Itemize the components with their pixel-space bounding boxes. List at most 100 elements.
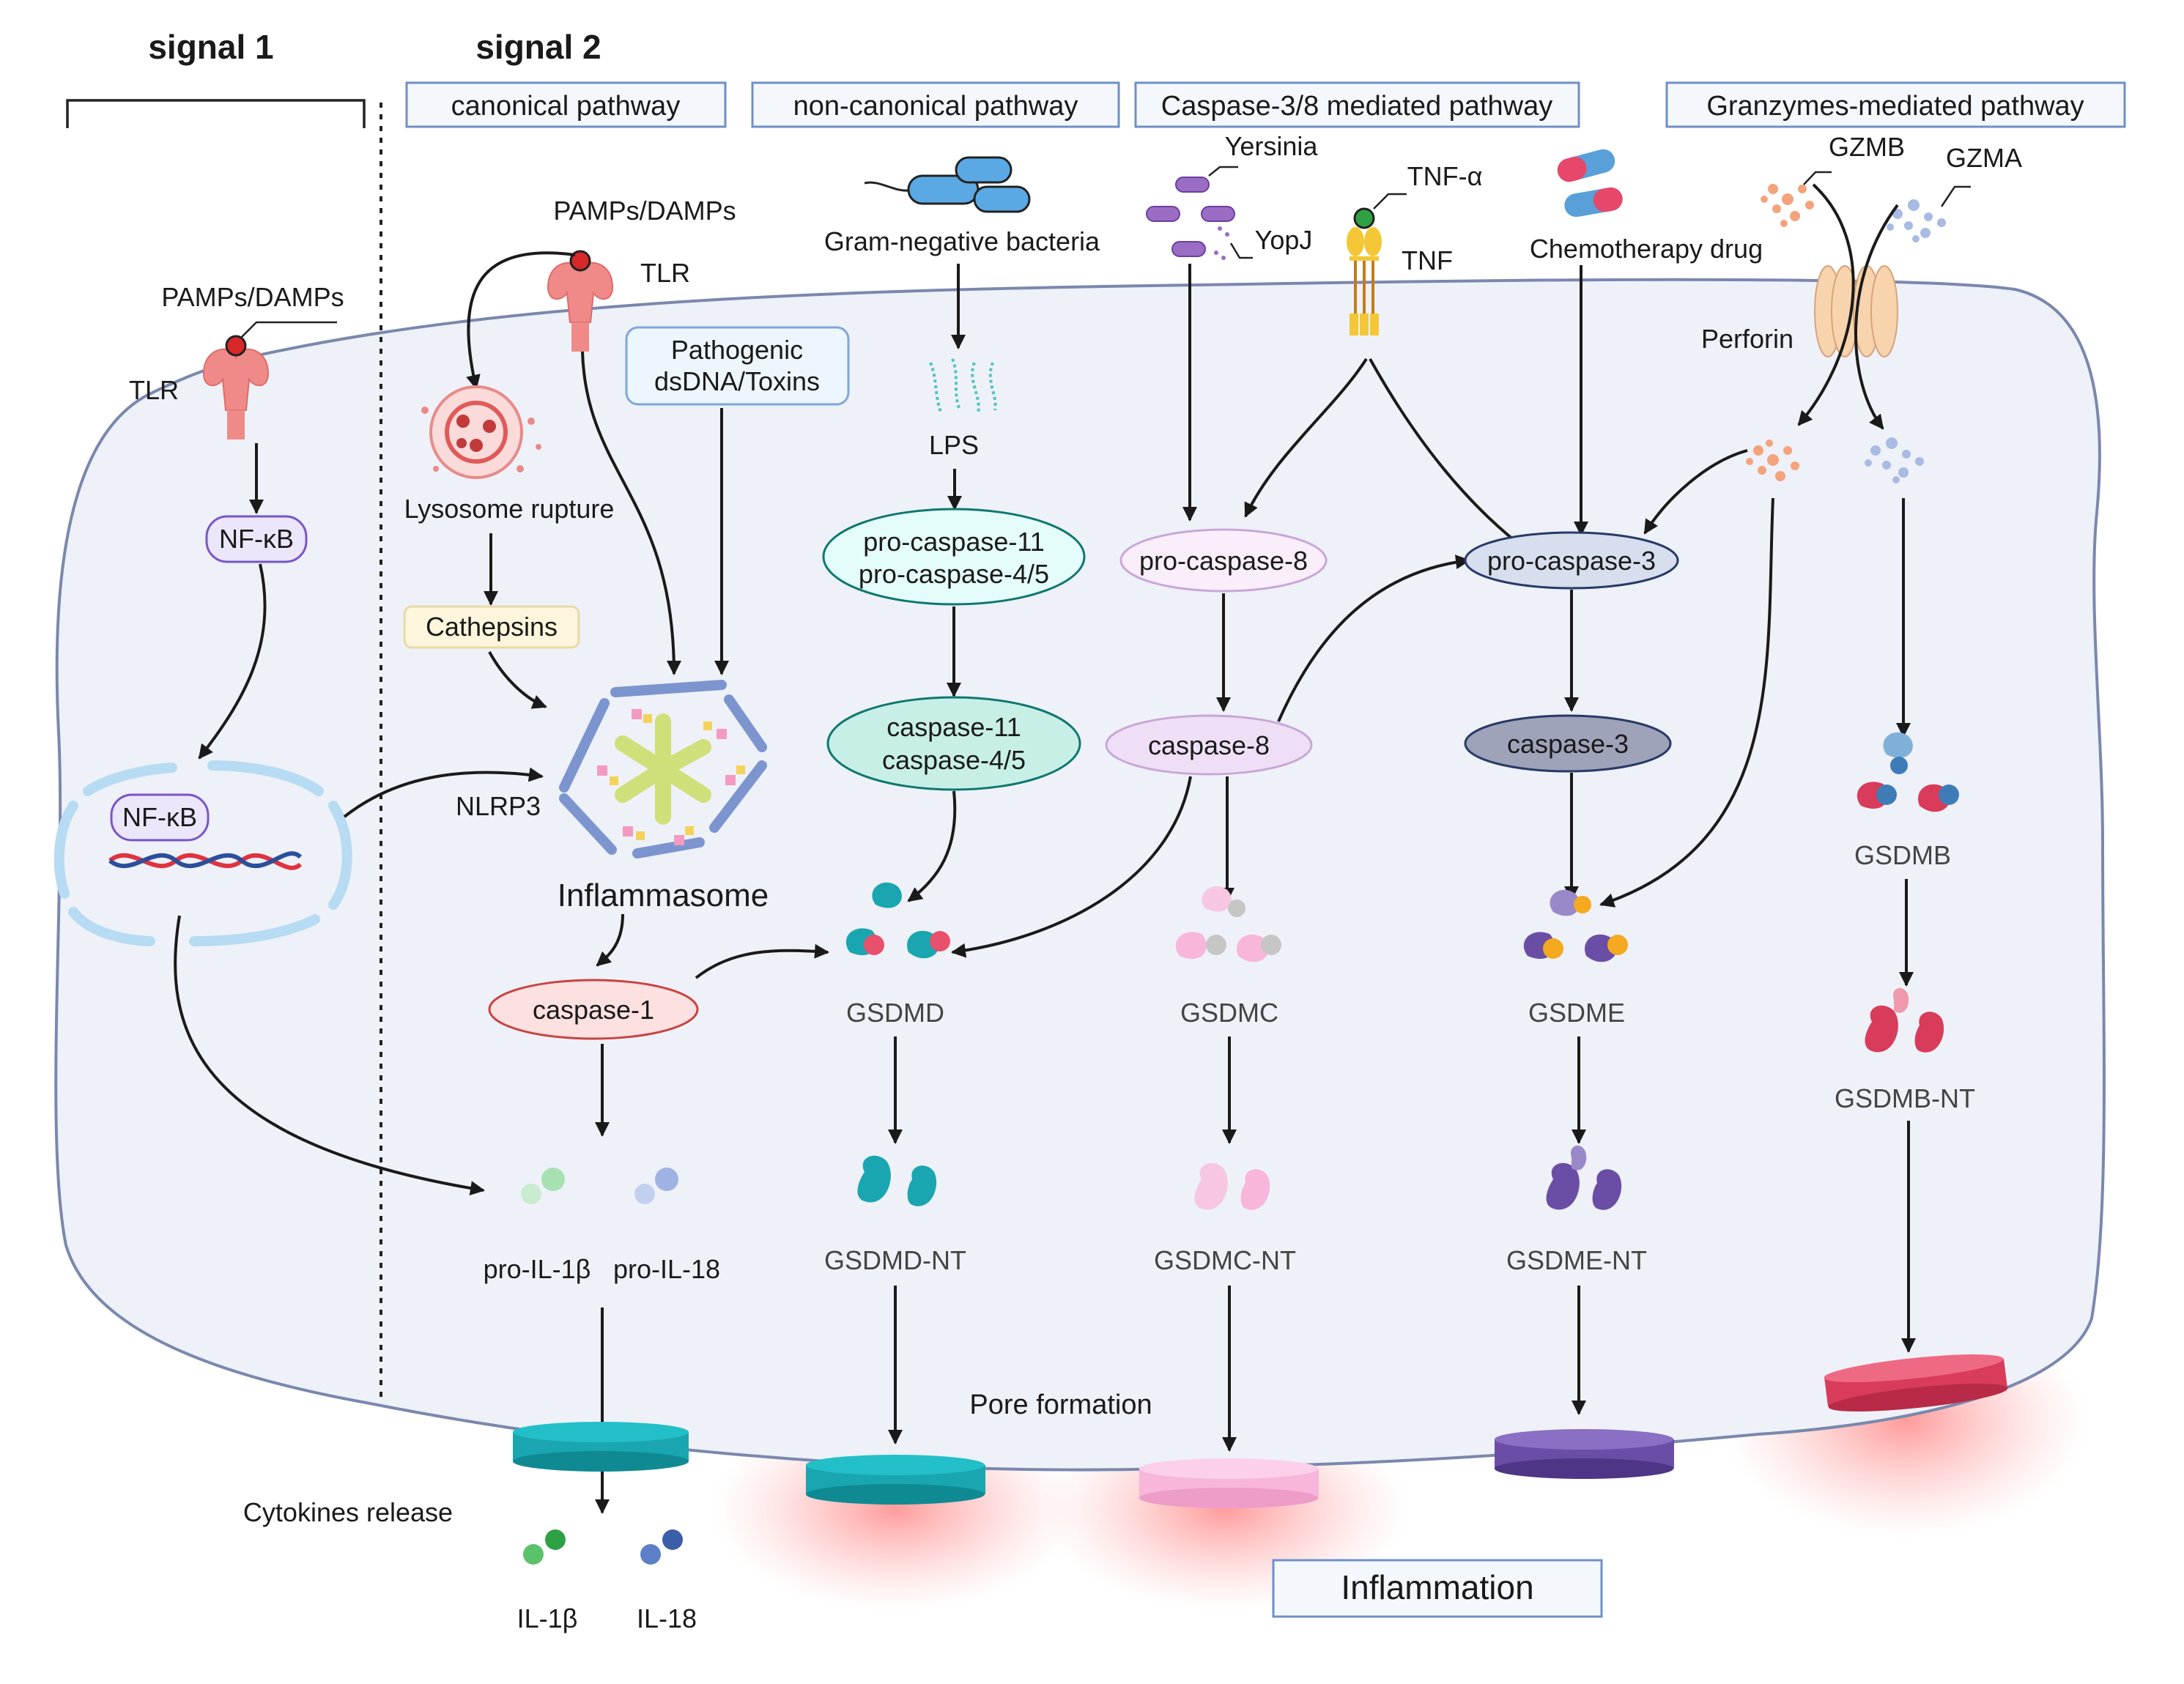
header-noncanonical: non-canonical pathway <box>793 91 1078 122</box>
c38-procasp8-node <box>1119 528 1328 593</box>
c38-arrow-tnf-procasp8 <box>1244 357 1368 518</box>
can-tlr-receptor <box>547 250 614 352</box>
s1-arrow-nucleus-nlrp3 <box>343 767 544 818</box>
perforin-icon <box>1814 265 1898 357</box>
header-box-noncanonical <box>751 81 1120 128</box>
pore-formation-label: Pore formation <box>969 1390 1152 1420</box>
gsdme-nt-icon <box>1546 1145 1622 1210</box>
c38-arrow-casp8-gsdmd <box>951 776 1192 958</box>
signal1-title: signal 1 <box>148 28 273 66</box>
c38-casp3-node <box>1464 714 1672 773</box>
c38-yopj-label: YopJ <box>1255 225 1313 255</box>
can-arrow-inflammasome-caspase1 <box>596 913 624 967</box>
gz-arrow-gzmb-gsdme <box>1599 497 1774 908</box>
c38-gsdme-nt-label: GSDME-NT <box>1506 1245 1647 1275</box>
can-pro-il1b-label: pro-IL-1β <box>484 1254 591 1284</box>
can-pathogenic-line2: dsDNA/Toxins <box>654 366 820 396</box>
header-granzymes: Granzymes-mediated pathway <box>1706 91 2084 122</box>
pro-il18-icon <box>634 1168 678 1204</box>
gsdmb-nt-icon <box>1865 987 1944 1053</box>
cell-membrane <box>54 278 2106 1472</box>
can-caspase1-node <box>488 979 699 1040</box>
s1-pamps-leader <box>235 321 337 344</box>
can-arrow-tlr-inflammasome <box>581 351 681 675</box>
nc-procaspase-line2: pro-caspase-4/5 <box>859 559 1049 589</box>
nc-caspase-line1: caspase-11 <box>886 712 1021 742</box>
il18-icon <box>640 1529 683 1565</box>
signal2-title: signal 2 <box>475 28 601 66</box>
inflammasome-icon <box>559 680 767 858</box>
nucleus <box>53 760 352 946</box>
gzma-icon <box>1887 199 1946 242</box>
c38-procasp3-label: pro-caspase-3 <box>1487 546 1656 576</box>
chemotherapy-drug-icon <box>1557 149 1623 218</box>
can-cytokines-release-label: Cytokines release <box>243 1497 453 1527</box>
nc-caspase-node <box>826 696 1081 791</box>
s1-nfkb-cyto <box>205 515 308 563</box>
nc-procaspase-node <box>822 508 1086 606</box>
gz-perforin-label: Perforin <box>1701 324 1794 354</box>
c38-yersinia-leader <box>1208 166 1238 177</box>
gz-gsdmb-label: GSDMB <box>1854 840 1951 870</box>
gsdme-pore <box>1495 1429 1674 1479</box>
c38-procasp8-label: pro-caspase-8 <box>1139 546 1308 576</box>
header-caspase38: Caspase-3/8 mediated pathway <box>1161 91 1552 122</box>
gsdmc-nt-icon <box>1194 1162 1270 1210</box>
il1b-icon <box>523 1529 566 1565</box>
nc-gsdmd-label: GSDMD <box>846 998 944 1028</box>
s1-pamps-label: PAMPs/DAMPs <box>161 282 344 312</box>
can-arrow-caspase1-gsdmd <box>695 943 829 979</box>
signal1-bracket <box>66 99 366 128</box>
header-box-caspase38 <box>1134 81 1580 128</box>
c38-arrow-casp8-procasp3 <box>1277 554 1470 722</box>
header-canonical: canonical pathway <box>451 91 681 122</box>
gzmb-inside-icon <box>1746 439 1799 481</box>
gram-negative-bacteria-icon <box>864 156 1031 213</box>
c38-tnfa-leader <box>1373 193 1407 209</box>
c38-chemo-label: Chemotherapy drug <box>1530 234 1763 264</box>
yersinia-icon <box>1146 177 1235 260</box>
c38-gsdme-label: GSDME <box>1528 998 1625 1028</box>
gsdme-icon <box>1523 889 1628 962</box>
lysosome-icon <box>421 385 541 479</box>
can-arrow-cathepsins-inflammasome <box>488 651 547 709</box>
nc-procaspase-line1: pro-caspase-11 <box>863 527 1044 557</box>
gsdmd-pore-noncanonical <box>806 1455 985 1505</box>
gzma-inside-icon <box>1865 437 1924 483</box>
can-cathepsins-label: Cathepsins <box>426 612 558 642</box>
gsdmd-nt-icon <box>857 1155 937 1206</box>
gz-gsdmb-nt-label: GSDMB-NT <box>1835 1083 1975 1113</box>
inflammation-label: Inflammation <box>1341 1568 1533 1606</box>
nc-arrow-caspase-gsdmd <box>907 790 957 902</box>
can-arrow-pamps-lysosome <box>466 251 576 390</box>
c38-casp8-node <box>1105 714 1313 776</box>
can-il18-label: IL-18 <box>637 1603 697 1633</box>
can-inflammasome-label: Inflammasome <box>558 878 769 913</box>
c38-tnf-label: TNF <box>1402 245 1453 275</box>
s1-tlr-label: TLR <box>129 375 179 405</box>
c38-yopj-leader <box>1229 242 1253 259</box>
s1-nfkb-nucleus-label: NF-κB <box>122 802 197 832</box>
gz-arrow-gzmb-in <box>1797 183 1855 426</box>
c38-gsdmc-nt-label: GSDMC-NT <box>1154 1245 1296 1275</box>
dna-icon <box>108 851 303 870</box>
s1-arrow-nfkb-nucleus <box>198 563 267 760</box>
nc-lps-label: LPS <box>929 430 979 460</box>
header-box-granzymes <box>1665 81 2126 128</box>
gsdmb-pore <box>1824 1354 2008 1412</box>
gz-gzmb-leader <box>1803 171 1832 185</box>
nc-bacteria-label: Gram-negative bacteria <box>824 226 1100 256</box>
gz-gzmb-label: GZMB <box>1829 132 1905 162</box>
c38-arrow-tnf-procasp3 <box>1369 358 1529 552</box>
can-caspase1-label: caspase-1 <box>533 995 654 1025</box>
gsdmc-pore <box>1139 1458 1319 1508</box>
gsdmd-icon <box>845 882 950 959</box>
pro-il1b-icon <box>521 1168 565 1204</box>
s1-nfkb-cyto-label: NF-κB <box>219 524 294 554</box>
can-pathogenic-line1: Pathogenic <box>671 335 803 365</box>
gsdmb-icon <box>1857 732 1959 812</box>
gz-gzma-leader <box>1940 185 1971 207</box>
c38-procasp3-node <box>1464 531 1679 590</box>
nc-gsdmd-nt-label: GSDMD-NT <box>824 1245 966 1275</box>
c38-casp8-label: caspase-8 <box>1148 730 1270 760</box>
